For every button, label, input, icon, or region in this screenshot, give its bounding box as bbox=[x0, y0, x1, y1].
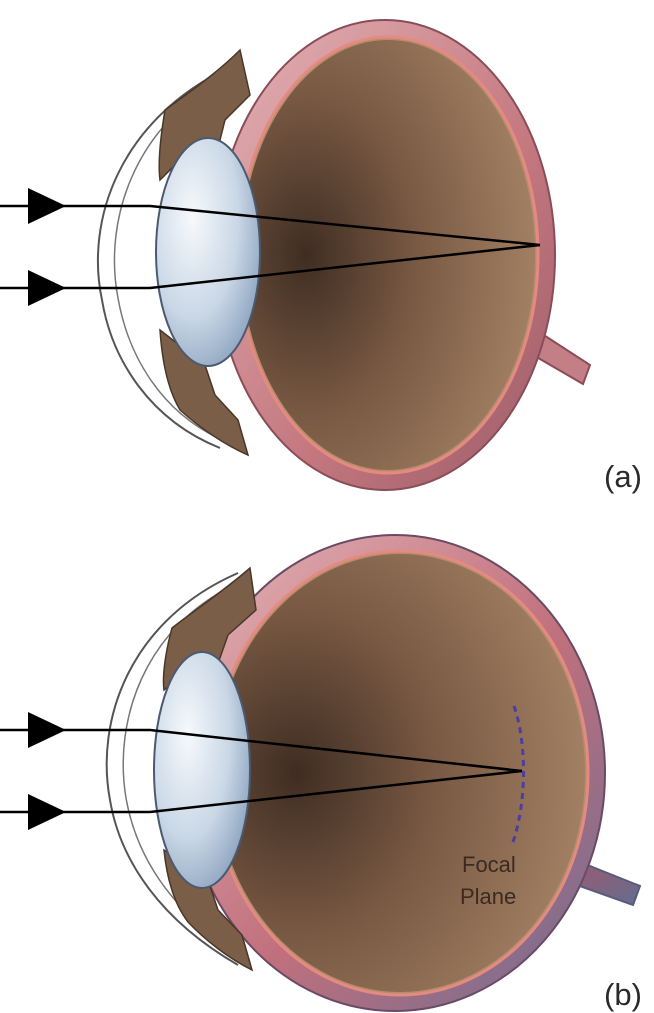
arrowhead-icon bbox=[28, 270, 66, 306]
panel-b: Focal Plane (b) bbox=[0, 534, 642, 1012]
lens bbox=[155, 137, 261, 367]
arrowhead-icon bbox=[28, 712, 66, 748]
cornea bbox=[105, 572, 239, 966]
panel-b-label: (b) bbox=[604, 977, 642, 1012]
arrowhead-icon bbox=[28, 188, 66, 224]
panel-a-label: (a) bbox=[604, 459, 642, 494]
panel-a: (a) bbox=[0, 19, 642, 494]
focal-plane-caption-line1: Focal bbox=[462, 852, 516, 877]
arrowhead-icon bbox=[28, 794, 66, 830]
vitreous-body bbox=[215, 554, 585, 992]
vitreous-body bbox=[241, 40, 535, 470]
focal-plane-line bbox=[510, 705, 525, 846]
focal-plane-caption-line2: Plane bbox=[460, 884, 516, 909]
iris-lower bbox=[159, 328, 250, 457]
lens bbox=[153, 651, 251, 889]
cornea bbox=[96, 67, 229, 449]
iris-upper bbox=[158, 48, 251, 182]
